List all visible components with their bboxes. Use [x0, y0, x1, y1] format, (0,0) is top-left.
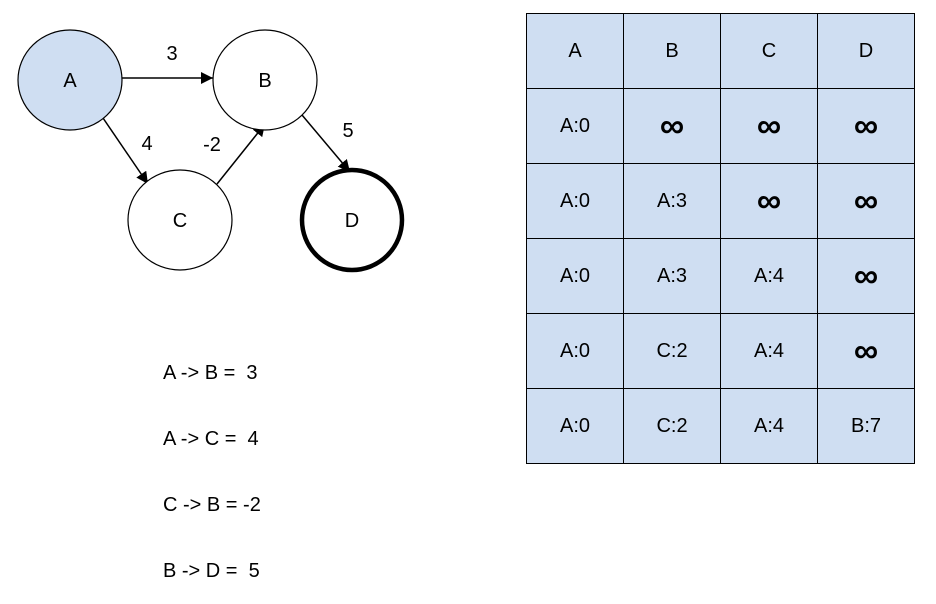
table-row: A:0 A:3 A:4 ∞: [526, 238, 915, 314]
table-cell: A:3: [623, 163, 721, 239]
table-cell: ∞: [720, 88, 818, 164]
edge-list-item: C -> B = -2: [163, 494, 261, 516]
table-cell: A:0: [526, 163, 624, 239]
table-cell: ∞: [817, 313, 915, 389]
table-cell: A:0: [526, 238, 624, 314]
node-label: A: [63, 70, 77, 92]
edge-weight-label: 5: [342, 120, 353, 142]
table-row: A:0 C:2 A:4 B:7: [526, 388, 915, 464]
table-cell: C:2: [623, 313, 721, 389]
table-header-row: A B C D: [526, 13, 915, 89]
edge-weight-label: 3: [166, 43, 177, 65]
table-cell: A:0: [526, 388, 624, 464]
edge-c-b-arrow: [216, 123, 266, 185]
header-cell: C: [720, 13, 818, 89]
edge-b-d-arrow: [301, 114, 351, 173]
table-cell: C:2: [623, 388, 721, 464]
edge-list: A -> B = 3 A -> C = 4 C -> B = -2 B -> D…: [163, 318, 261, 604]
edge-list-item: A -> B = 3: [163, 362, 258, 384]
header-cell: D: [817, 13, 915, 89]
header-cell: B: [623, 13, 721, 89]
table-row: A:0 C:2 A:4 ∞: [526, 313, 915, 389]
table-row: A:0 ∞ ∞ ∞: [526, 88, 915, 164]
table-cell: A:0: [526, 88, 624, 164]
table-cell: A:0: [526, 313, 624, 389]
edge-a-c-arrow: [102, 117, 149, 185]
table-cell: ∞: [817, 238, 915, 314]
node-c: [127, 169, 233, 271]
table-cell: A:4: [720, 238, 818, 314]
node-label: D: [345, 210, 359, 232]
edge-list-item: B -> D = 5: [163, 560, 260, 582]
table-cell: ∞: [720, 163, 818, 239]
distance-table: A B C D A:0 ∞ ∞ ∞ A:0 A:3 ∞ ∞ A:0 A:3 A:…: [526, 13, 915, 464]
table-cell: ∞: [817, 88, 915, 164]
edge-weight-label: -2: [203, 134, 221, 156]
table-row: A:0 A:3 ∞ ∞: [526, 163, 915, 239]
table-cell: A:4: [720, 313, 818, 389]
table-cell: A:4: [720, 388, 818, 464]
table-cell: ∞: [623, 88, 721, 164]
edge-weight-label: 4: [141, 133, 152, 155]
table-cell: B:7: [817, 388, 915, 464]
node-a: [17, 29, 123, 131]
node-label: C: [173, 210, 187, 232]
graph-diagram: 3 4 -2 5 A B C D: [17, 29, 405, 273]
table-cell: A:3: [623, 238, 721, 314]
table-cell: ∞: [817, 163, 915, 239]
node-label: B: [258, 70, 271, 92]
node-d: [299, 167, 405, 273]
edge-list-item: A -> C = 4: [163, 428, 259, 450]
header-cell: A: [526, 13, 624, 89]
node-b: [212, 29, 318, 131]
